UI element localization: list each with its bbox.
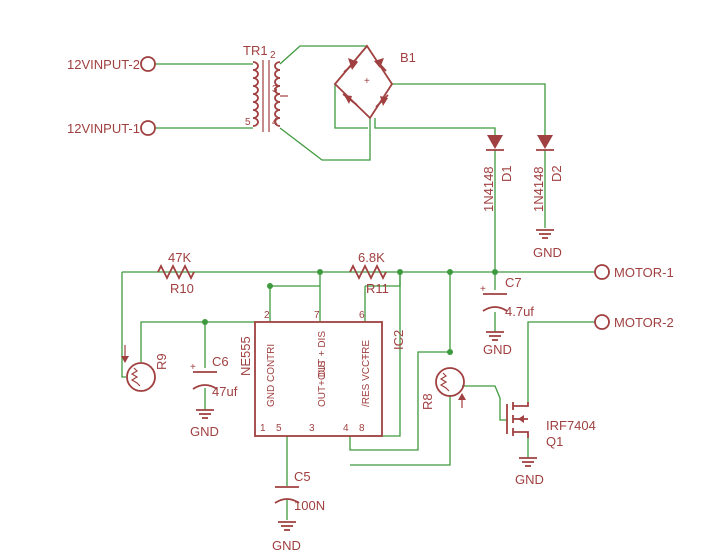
photoresistor-r8[interactable]: R8 (420, 367, 466, 410)
junction-dots (202, 269, 498, 355)
q1-part: IRF7404 (546, 418, 596, 433)
tr1-name: TR1 (243, 43, 268, 58)
gnd-label: GND (190, 424, 219, 439)
gnd-symbol-d2: GND (533, 229, 562, 260)
junction (317, 269, 323, 275)
gnd-symbol-c7: GND (483, 331, 512, 357)
ic-pin-label: TRE (361, 340, 372, 360)
junction (447, 349, 453, 355)
d1-name: D1 (499, 165, 514, 182)
resistor-r11[interactable]: 6.8K R11 (349, 250, 389, 296)
capacitor-c5[interactable]: C5 100N (274, 469, 325, 513)
ic-pin: 5 (276, 423, 282, 434)
d1-part: 1N4148 (481, 166, 496, 212)
ic-pin: 3 (309, 423, 315, 434)
port-motor-2[interactable]: MOTOR-2 (594, 314, 674, 330)
c6-plus: + (190, 362, 196, 373)
c5-name: C5 (294, 469, 311, 484)
capacitor-c7[interactable]: + C7 4.7uf (480, 275, 534, 319)
ic-pin: 8 (359, 423, 365, 434)
junction (492, 269, 498, 275)
mosfet-q1[interactable]: IRF7404 Q1 (506, 402, 596, 449)
c6-name: C6 (212, 354, 229, 369)
ic-pin: 7 (314, 310, 320, 321)
junction (202, 319, 208, 325)
diode-d1[interactable]: 1N4148 D1 (481, 135, 514, 212)
ic-pin-label: GND CON (266, 360, 277, 407)
c7-name: C7 (505, 275, 522, 290)
r10-name: R10 (170, 281, 194, 296)
gnd-symbol-c5: GND (272, 521, 301, 553)
port-label: MOTOR-2 (614, 315, 674, 330)
port-motor-1[interactable]: MOTOR-1 (594, 264, 674, 280)
wires (121, 45, 595, 520)
junction (267, 283, 273, 289)
d2-part: 1N4148 (531, 166, 546, 212)
r9-name: R9 (154, 353, 169, 370)
gnd-symbol-c6: GND (190, 409, 219, 439)
ic-pin: 1 (260, 423, 266, 434)
ic-pin: 4 (343, 423, 349, 434)
capacitor-c6[interactable]: + C6 47uf (190, 354, 238, 399)
ic-ne555[interactable]: NE555 IC2 2 7 6 1 5 3 4 8 TRI OUT + DIS … (238, 310, 406, 437)
c7-value: 4.7uf (505, 304, 534, 319)
q1-name: Q1 (546, 434, 563, 449)
port-label: 12VINPUT-2 (67, 57, 140, 72)
tr1-pin-4: 4 (272, 117, 278, 128)
port-12vinput-1[interactable]: 12VINPUT-1 (67, 120, 156, 136)
r8-name: R8 (420, 393, 435, 410)
c5-value: 100N (294, 498, 325, 513)
c6-value: 47uf (212, 384, 238, 399)
gnd-label: GND (483, 342, 512, 357)
bridge-rectifier-b1[interactable]: + B1 (333, 44, 416, 120)
r10-value: 47K (168, 250, 191, 265)
d2-name: D2 (549, 165, 564, 182)
tr1-pin-5: 5 (245, 117, 251, 128)
b1-name: B1 (400, 50, 416, 65)
photoresistor-r9[interactable]: R9 (121, 345, 169, 392)
ic-pin-label: OUT + DIS (317, 331, 328, 380)
ic-part: NE555 (238, 336, 253, 376)
gnd-label: GND (515, 472, 544, 487)
r11-name: R11 (366, 281, 389, 296)
junction (447, 269, 453, 275)
tr1-pin-3: 3 (272, 84, 278, 95)
resistor-r10[interactable]: 47K R10 (157, 250, 195, 296)
junction (397, 269, 403, 275)
port-label: MOTOR-1 (614, 265, 674, 280)
gnd-label: GND (272, 538, 301, 553)
ic-pin: 2 (264, 310, 270, 321)
diode-d2[interactable]: 1N4148 D2 (531, 135, 564, 212)
ic-pin-label: OUT+ DIS (317, 360, 328, 407)
ic-pin: 6 (359, 310, 365, 321)
transformer-tr1[interactable]: TR1 2 3 5 4 (243, 43, 288, 132)
c7-plus: + (480, 284, 486, 295)
r11-value: 6.8K (358, 250, 385, 265)
ic-pin-label: /RES VCC+ (361, 354, 372, 407)
gnd-symbol-q1: GND (515, 457, 544, 487)
port-12vinput-2[interactable]: 12VINPUT-2 (67, 56, 156, 72)
ic-name: IC2 (391, 330, 406, 350)
gnd-label: GND (533, 245, 562, 260)
port-label: 12VINPUT-1 (67, 121, 140, 136)
ic-pin-label: TRI (266, 344, 277, 360)
b1-plus: + (364, 76, 370, 87)
tr1-pin-2: 2 (270, 50, 276, 61)
